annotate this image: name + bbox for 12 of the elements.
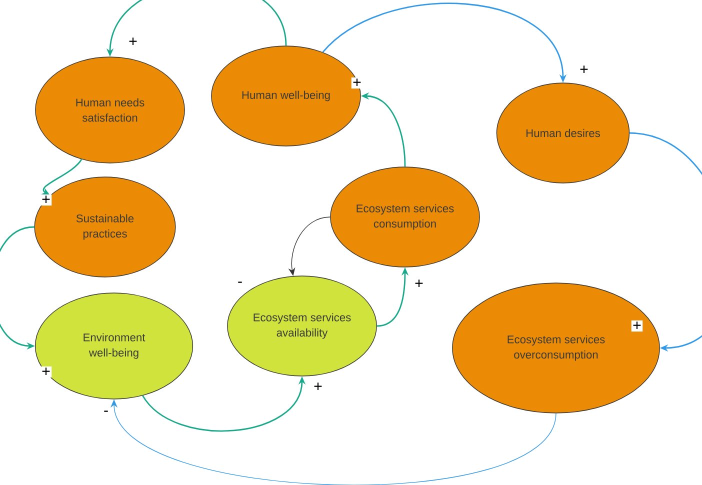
ellipse-node: Human desires <box>496 82 630 184</box>
edge-label: + <box>40 366 52 378</box>
edge-label: - <box>236 280 244 288</box>
ellipse-node: Ecosystem services consumption <box>330 166 480 268</box>
edge-label: - <box>102 410 110 416</box>
edge-label: + <box>578 64 590 76</box>
edge-label: + <box>127 36 139 48</box>
edge-label: + <box>312 381 324 393</box>
edge-label: + <box>40 194 52 206</box>
ellipse-node: Human needs satisfaction <box>35 56 185 164</box>
edge-label: + <box>413 278 425 290</box>
arrow <box>630 132 702 352</box>
